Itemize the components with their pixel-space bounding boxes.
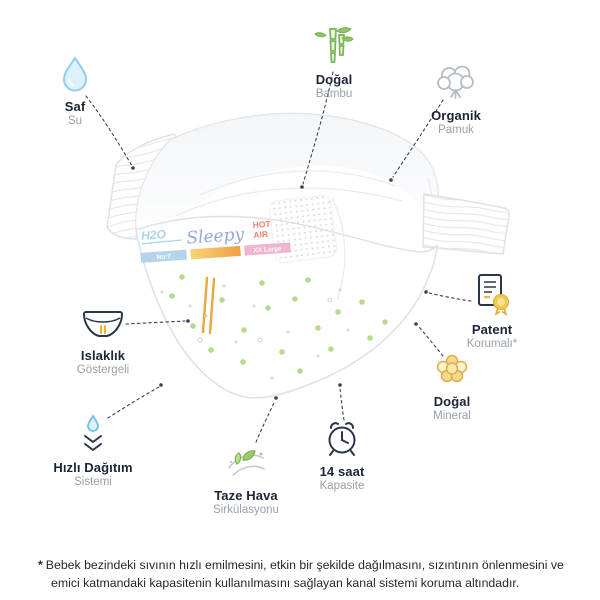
feature-title: 14 saat — [319, 464, 365, 479]
waist-prints: H2O Sleepy HOT AIR No:7 XX Large — [140, 219, 291, 263]
feature-saf-su: Saf Su — [10, 55, 140, 127]
feature-subtitle: Pamuk — [438, 124, 474, 136]
print-air: AIR — [253, 229, 268, 240]
feature-title: Hızlı Dağıtım — [53, 460, 133, 475]
feature-title: Saf — [64, 99, 86, 114]
feature-title: Patent — [471, 322, 513, 337]
print-motifs — [160, 284, 350, 380]
band-size-number: No:7 — [156, 253, 171, 261]
feature-subtitle: Mineral — [433, 410, 471, 422]
feature-title: Taze Hava — [214, 488, 278, 503]
bamboo-icon — [312, 24, 356, 66]
connector-saf-su — [85, 95, 133, 167]
feature-organik-pamuk: Organik Pamuk — [391, 62, 521, 136]
feature-islaklik: Islaklık Göstergeli — [38, 306, 168, 376]
size-band-blue — [140, 249, 187, 263]
diaper-inner-shading — [135, 113, 439, 256]
cotton-icon — [435, 62, 477, 102]
feature-dogal-bambu: Doğal Bambu — [269, 24, 399, 100]
footnote-marker: * — [38, 558, 43, 572]
feature-subtitle: Göstergeli — [76, 364, 130, 376]
connector-mineral — [418, 326, 444, 357]
connector-14-saat — [339, 387, 345, 421]
mineral-cluster-icon — [432, 352, 472, 388]
patent-seal-icon — [472, 272, 512, 316]
footnote-text: Bebek bezindeki sıvının hızlı emilmesini… — [45, 558, 564, 591]
feature-subtitle: Bambu — [315, 88, 353, 100]
connector-taze-hava — [255, 400, 276, 443]
size-band-pink — [244, 242, 291, 256]
feature-subtitle: Sistemi — [74, 476, 112, 488]
feature-title: Doğal — [315, 72, 353, 87]
feature-subtitle: Kapasite — [319, 480, 365, 492]
connector-hizli-dagitim — [107, 386, 160, 419]
feature-title: Organik — [431, 108, 481, 123]
footnote: *Bebek bezindeki sıvının hızlı emilmesin… — [38, 556, 574, 593]
feature-14-saat: 14 saat Kapasite — [277, 418, 407, 492]
diaper-side-tab — [422, 193, 510, 255]
print-hot: HOT — [252, 219, 271, 230]
feature-hizli-dagitim: Hızlı Dağıtım Sistemi — [28, 414, 158, 488]
feature-subtitle: Korumalı* — [466, 338, 518, 350]
alarm-clock-icon — [323, 418, 361, 458]
absorption-channels — [201, 276, 216, 335]
feature-dogal-mineral: Doğal Mineral — [387, 352, 517, 422]
feature-subtitle: Su — [67, 115, 83, 127]
feature-title: Islaklık — [80, 348, 126, 363]
connector-bambu — [302, 71, 334, 185]
water-drop-icon — [58, 55, 92, 93]
green-dot-pattern — [169, 274, 388, 374]
diaper-outline-icon — [81, 306, 125, 342]
print-h2o: H2O — [141, 227, 167, 243]
fresh-air-leaf-icon — [223, 444, 269, 482]
size-band-gradient — [190, 245, 241, 260]
connector-islaklik — [125, 320, 186, 325]
connector-pamuk — [392, 99, 444, 178]
drop-arrows-icon — [73, 414, 113, 454]
brand-logo: Sleepy — [186, 225, 245, 249]
band-size-name: XX Large — [253, 246, 282, 255]
feature-subtitle: Sirkülasyonu — [213, 504, 279, 516]
feature-patent: Patent Korumalı* — [427, 272, 557, 350]
feature-title: Doğal — [433, 394, 471, 409]
connector-end-dots — [131, 166, 428, 400]
feature-taze-hava: Taze Hava Sirkülasyonu — [181, 444, 311, 516]
